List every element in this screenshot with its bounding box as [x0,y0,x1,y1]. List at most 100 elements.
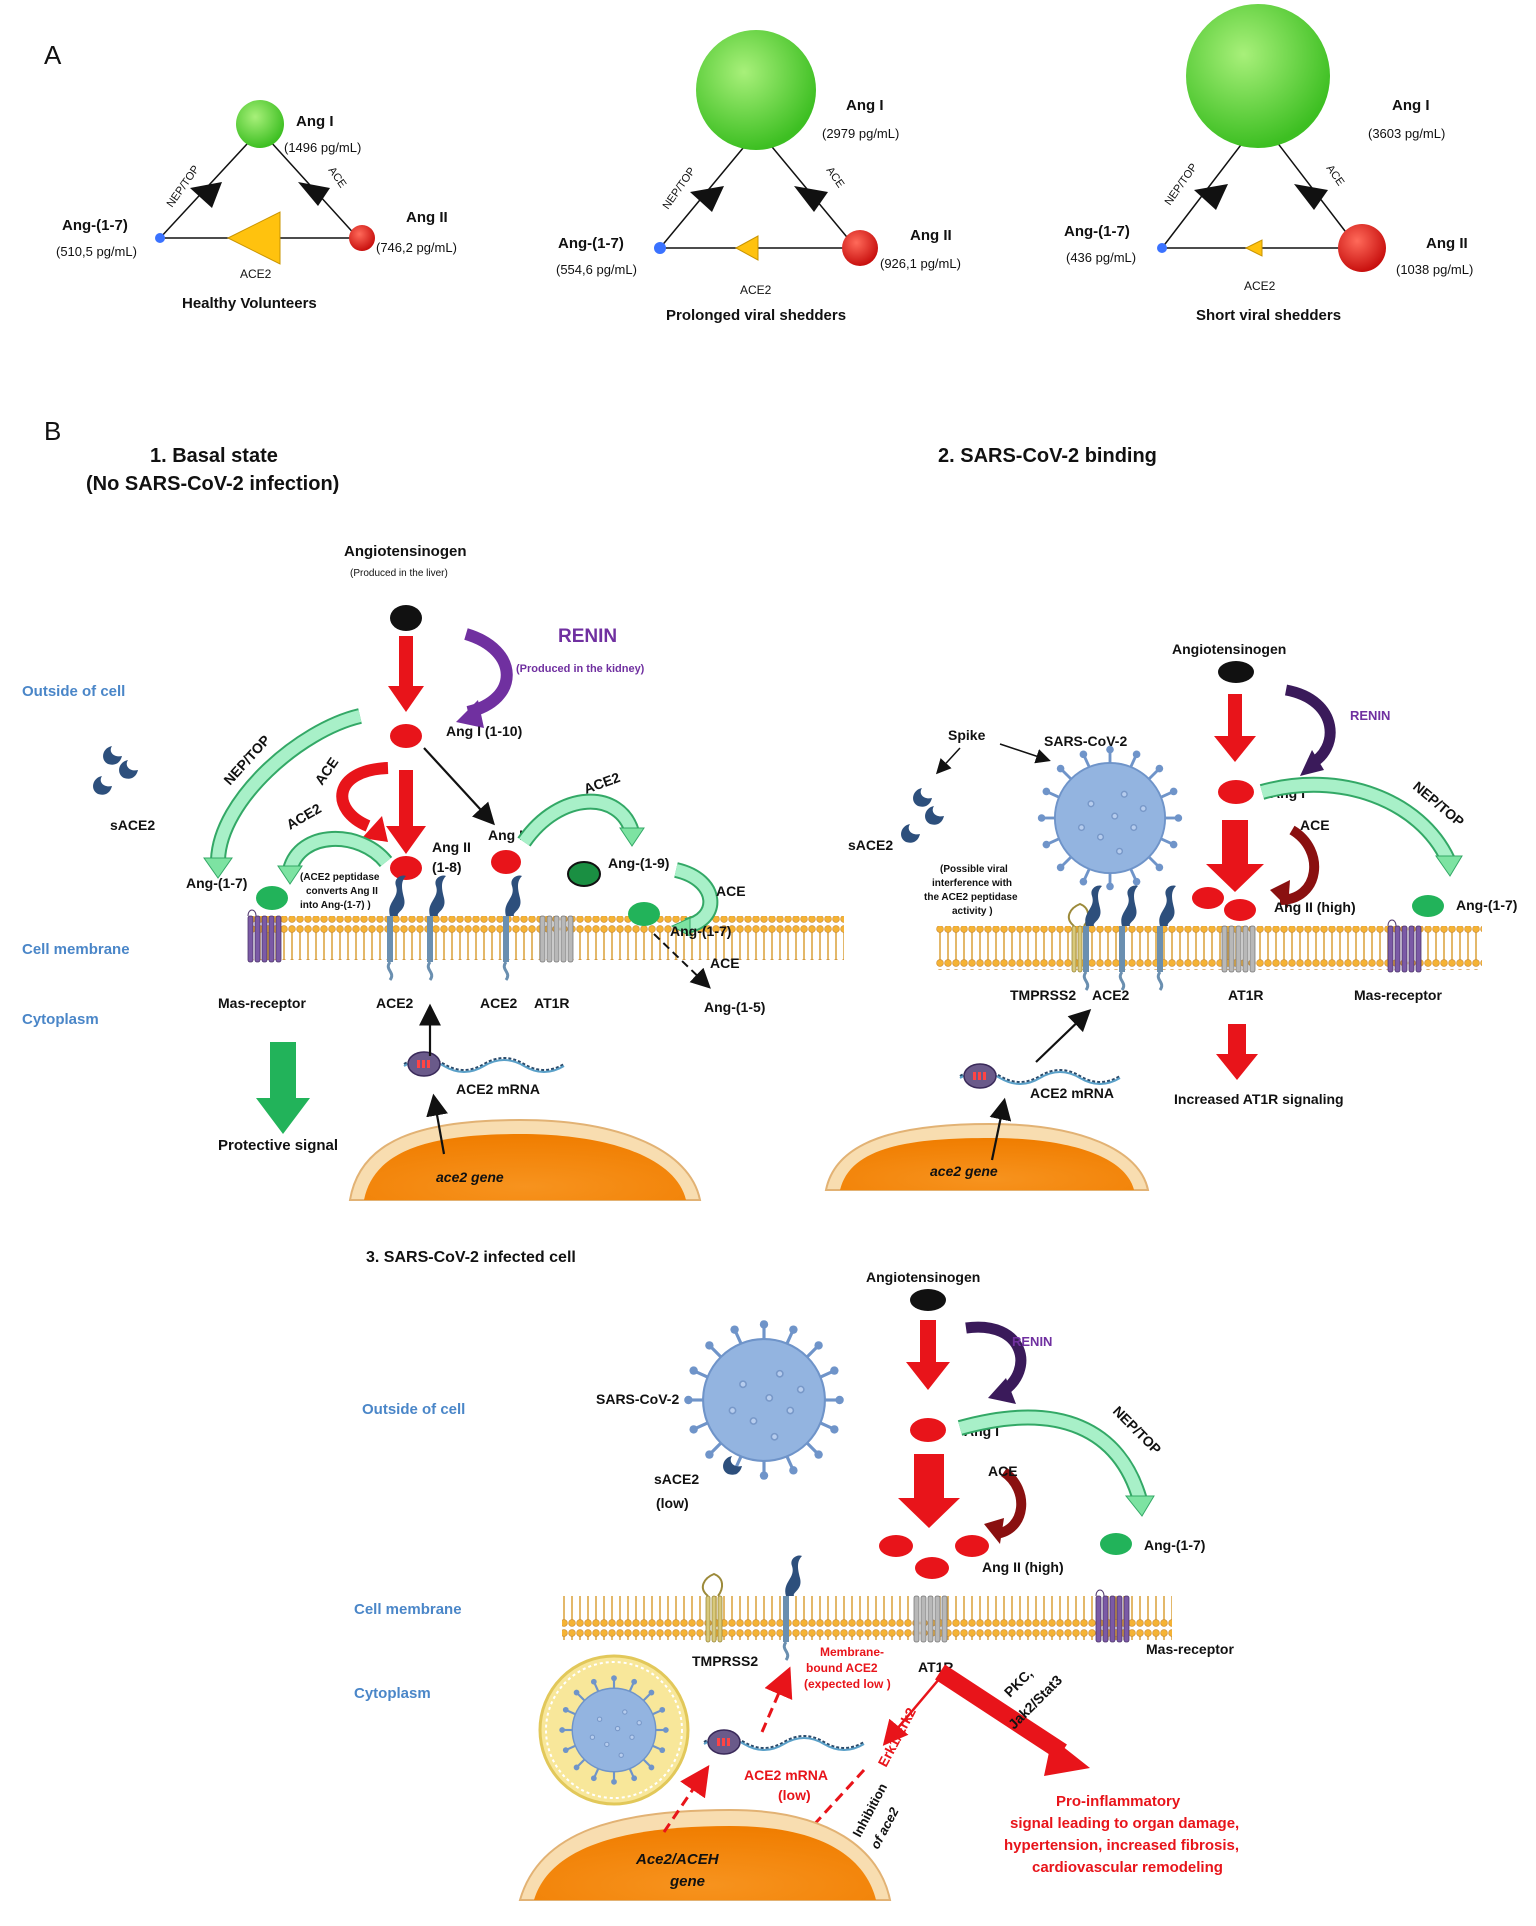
nucleus [840,1138,1134,1190]
ang-ii-dot [915,1557,949,1579]
sace2-label: sACE2 [110,817,155,833]
group-title: Prolonged viral shedders [666,307,846,324]
cell-membrane [562,1596,1172,1640]
ang-i-label: Ang I [296,113,334,130]
erk-arrow [882,1677,941,1746]
ace-label: ACE [1300,817,1330,833]
erk-label: Erk1/Erk2 [875,1705,920,1770]
sace2-label: sACE2 [848,837,893,853]
mrna-to-membrane-arrow [760,1666,793,1733]
ace-label: ACE [1324,163,1347,188]
ang-1-7-dot [628,902,660,926]
nep-top-arrow [203,857,233,879]
ang-1-9-dot [567,861,601,887]
ang-i-dot [390,724,422,748]
ace2-label: ACE2 [1092,987,1130,1003]
infected-panel: 3. SARS-CoV-2 infected cell Outside of c… [354,1249,1239,1901]
ang-ii-value: (926,1 pg/mL) [880,256,961,271]
protective-label: Protective signal [218,1137,338,1154]
ang-i-value: (2979 pg/mL) [822,126,899,141]
loc-cytoplasm: Cytoplasm [354,1685,431,1702]
spike-pointer [935,747,961,775]
renin-arrow [1300,750,1324,776]
ace2-triangle [226,211,281,265]
sace2-shape [103,746,122,765]
ang-ii-label: Ang II [406,209,448,226]
basal-state-panel: 1. Basal state (No SARS-CoV-2 infection)… [22,445,844,1201]
loc-cytoplasm: Cytoplasm [22,1011,99,1028]
gene-label: ace2 gene [930,1163,998,1179]
ang-i-value: (3603 pg/mL) [1368,126,1445,141]
group-title: Short viral shedders [1196,307,1341,324]
kidney-label: (Produced in the kidney) [516,663,645,675]
basal-subtitle: (No SARS-CoV-2 infection) [86,473,339,495]
ang-ii-value: (746,2 pg/mL) [376,240,457,255]
panel-a-healthy: Ang I (1496 pg/mL) Ang II (746,2 pg/mL) … [56,100,457,312]
ace2-triangle [734,235,759,261]
ang-i-1-10-label: Ang I (1-10) [446,723,522,739]
red-arrow [388,686,424,712]
ang-i-circle [1186,4,1330,148]
ace-label: ACE [311,754,341,787]
ang-1-7-label: Ang-(1-7) [1144,1537,1205,1553]
nucleus [534,1826,876,1900]
ace-label: ACE [988,1463,1018,1479]
ace-label: ACE [824,165,847,190]
sars-cov-2-virus [558,1674,670,1786]
nep-top-label: NEP/TOP [1163,161,1200,207]
ace-arrow [362,816,388,842]
sars-cov-2-virus [682,1318,846,1482]
mrna-label: ACE2 mRNA [456,1081,540,1097]
spike-label: Spike [948,727,986,743]
sars-cov-2-virus [1036,744,1184,892]
nep-top-arrow [1435,855,1463,877]
panel-a-letter: A [44,40,62,70]
tmprss2-shape [701,1573,724,1643]
ace2-label: ACE2 [1244,279,1276,293]
ang-1-7-label: Ang-(1-7) [558,235,624,252]
ang-1-7-label: Ang-(1-7) [62,217,128,234]
ace-arrow [670,917,691,937]
binding-note-4: activity ) [952,906,993,917]
nep-top-arrow [1124,1495,1155,1517]
angiotensinogen-dot [1218,661,1254,683]
angiotensinogen-dot [910,1289,946,1311]
at1r-label: AT1R [1228,987,1264,1003]
ang-1-7-dot [256,886,288,910]
increased-at1r-label: Increased AT1R signaling [1174,1091,1344,1107]
red-arrow [1206,864,1264,892]
ang-i-arrow [423,747,495,826]
ang-i-dot [491,850,521,874]
ace-arrow [984,1518,1004,1544]
binding-panel: 2. SARS-CoV-2 binding Angiotensinogen RE… [824,445,1517,1191]
ang-ii-dot [390,856,422,880]
ace2-arrow [619,827,645,847]
nucleus [364,1134,686,1200]
sace2-shape [913,788,932,807]
at1r-receptor [539,915,574,963]
virus-label: SARS-CoV-2 [1044,733,1127,749]
ang-i-circle [236,100,284,148]
outcome-4: cardiovascular remodeling [1032,1859,1223,1876]
angiotensinogen-dot [390,605,422,631]
gene-to-mrna-arrow [989,1097,1012,1161]
ang-1-9-label: Ang-(1-9) [608,855,669,871]
ang-i-label: Ang I [1392,97,1430,114]
ang-1-7-circle [1157,243,1167,253]
mas-receptor-shape [247,909,282,963]
sace2-low-label: (low) [656,1495,689,1511]
red-arrow [1214,736,1256,762]
ace2-label: ACE2 [740,283,772,297]
basal-title: 1. Basal state [150,445,278,467]
mrna-to-ace2-arrow [1035,1008,1092,1063]
ang-ii-label: Ang II [1426,235,1468,252]
ang-ii-dot [955,1535,989,1557]
sace2-label: sACE2 [654,1471,699,1487]
angiotensinogen-label: Angiotensinogen [344,543,467,560]
nep-top-label: NEP/TOP [165,163,202,209]
gene-label-2: gene [669,1873,705,1890]
ang-1-7-circle [654,242,666,254]
infected-title: 3. SARS-CoV-2 infected cell [366,1249,576,1266]
sace2-shape [119,760,138,779]
ang-1-7-label: Ang-(1-7) [1064,223,1130,240]
